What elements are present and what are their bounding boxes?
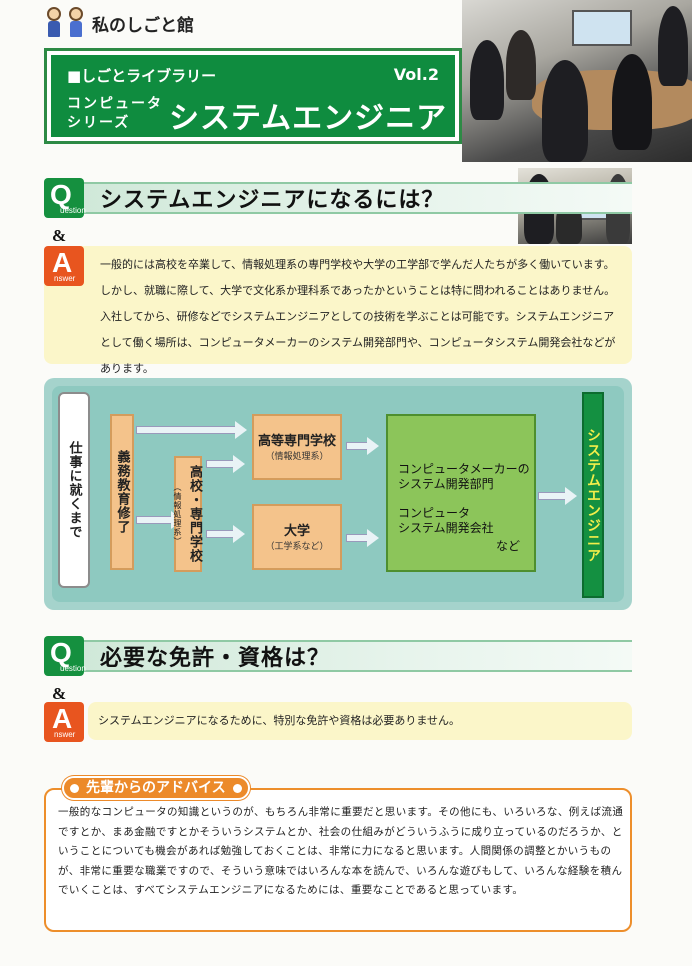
flow-compulsory-box: 義務教育修了 [110,414,134,570]
library-label: ■しごとライブラリー [67,67,217,85]
flow-employer-line-3: コンピュータ [398,506,471,520]
ampersand: & [52,226,67,245]
title-banner: ■しごとライブラリー Vol.2 コンピュータ シリーズ システムエンジニア [44,48,462,144]
flow-vocational-label: 高等専門学校 [257,434,336,449]
series-label: コンピュータ シリーズ [67,95,163,133]
answer-1-text: 一般的には高校を卒業して、情報処理系の専門学校や大学の工学部で学んだ人たちが多く… [100,258,616,375]
flow-vocational-sub: （情報処理系） [265,452,329,462]
page-title: システムエンジニア [169,101,448,136]
flow-highschool-box: （情報処理系） 高校・専門学校 [173,456,202,572]
flow-start-box: 仕事に就くまで [58,392,90,588]
flow-goal-label: システムエンジニア [585,427,601,563]
flow-highschool-sub: （情報処理系） [173,482,182,546]
advice-box [44,788,632,932]
answer-1: 一般的には高校を卒業して、情報処理系の専門学校や大学の工学部で学んだ人たちが多く… [44,246,632,375]
ampersand: & [52,684,67,703]
flow-compulsory-label: 義務教育修了 [114,450,130,534]
flow-employer-box: コンピュータメーカーの システム開発部門 コンピュータ システム開発会社 など [386,414,536,572]
flow-university-label: 大学 [283,524,310,539]
answer-2-box: システムエンジニアになるために、特別な免許や資格は必要ありません。 [88,702,632,740]
flow-employer-line-1: コンピュータメーカーの [398,462,530,476]
arrow-right-icon [346,529,379,547]
volume-label: Vol.2 [393,65,439,84]
series-line-1: コンピュータ [67,96,163,112]
advice-text: 一般的なコンピュータの知識というのが、もちろん非常に重要だと思います。その他にも… [58,806,624,897]
flow-university-box: 大学 （工学系など） [252,504,342,570]
site-logo[interactable]: 私のしごと館 [44,6,194,40]
series-line-2: シリーズ [67,115,131,131]
flow-vocational-box: 高等専門学校 （情報処理系） [252,414,342,480]
question-2-title: 必要な免許・資格は？ [100,646,331,671]
logo-text: 私のしごと館 [92,15,194,36]
flow-university-sub: （工学系など） [265,542,329,552]
flow-employer-line-2: システム開発部門 [398,477,494,491]
flow-employer-line-4: システム開発会社 [398,521,494,535]
arrow-right-icon [346,437,379,455]
question-1-title: システムエンジニアになるには？ [100,188,445,213]
answer-1-box: 一般的には高校を卒業して、情報処理系の専門学校や大学の工学部で学んだ人たちが多く… [44,246,632,375]
arrow-right-icon [538,487,577,505]
answer-2-text: システムエンジニアになるために、特別な免許や資格は必要ありません。 [98,714,461,727]
flow-goal-box: システムエンジニア [582,392,604,598]
advice-title-text: 先輩からのアドバイス [86,780,226,796]
arrow-right-icon [206,455,245,473]
arrow-right-icon [136,511,183,529]
advice-title: 先輩からのアドバイス [62,776,250,800]
mascot-icon [44,7,86,39]
flow-employer-etc: など [495,539,520,553]
arrow-right-icon [206,525,245,543]
arrow-right-icon [136,421,247,439]
flow-start-label: 仕事に就くまで [66,441,82,539]
flow-highschool-label: 高校・専門学校 [187,465,202,563]
office-meeting-photo [462,0,692,162]
career-path-diagram: 仕事に就くまで 義務教育修了 （情報処理系） 高校・専門学校 高等専門学校 （情… [44,378,632,610]
